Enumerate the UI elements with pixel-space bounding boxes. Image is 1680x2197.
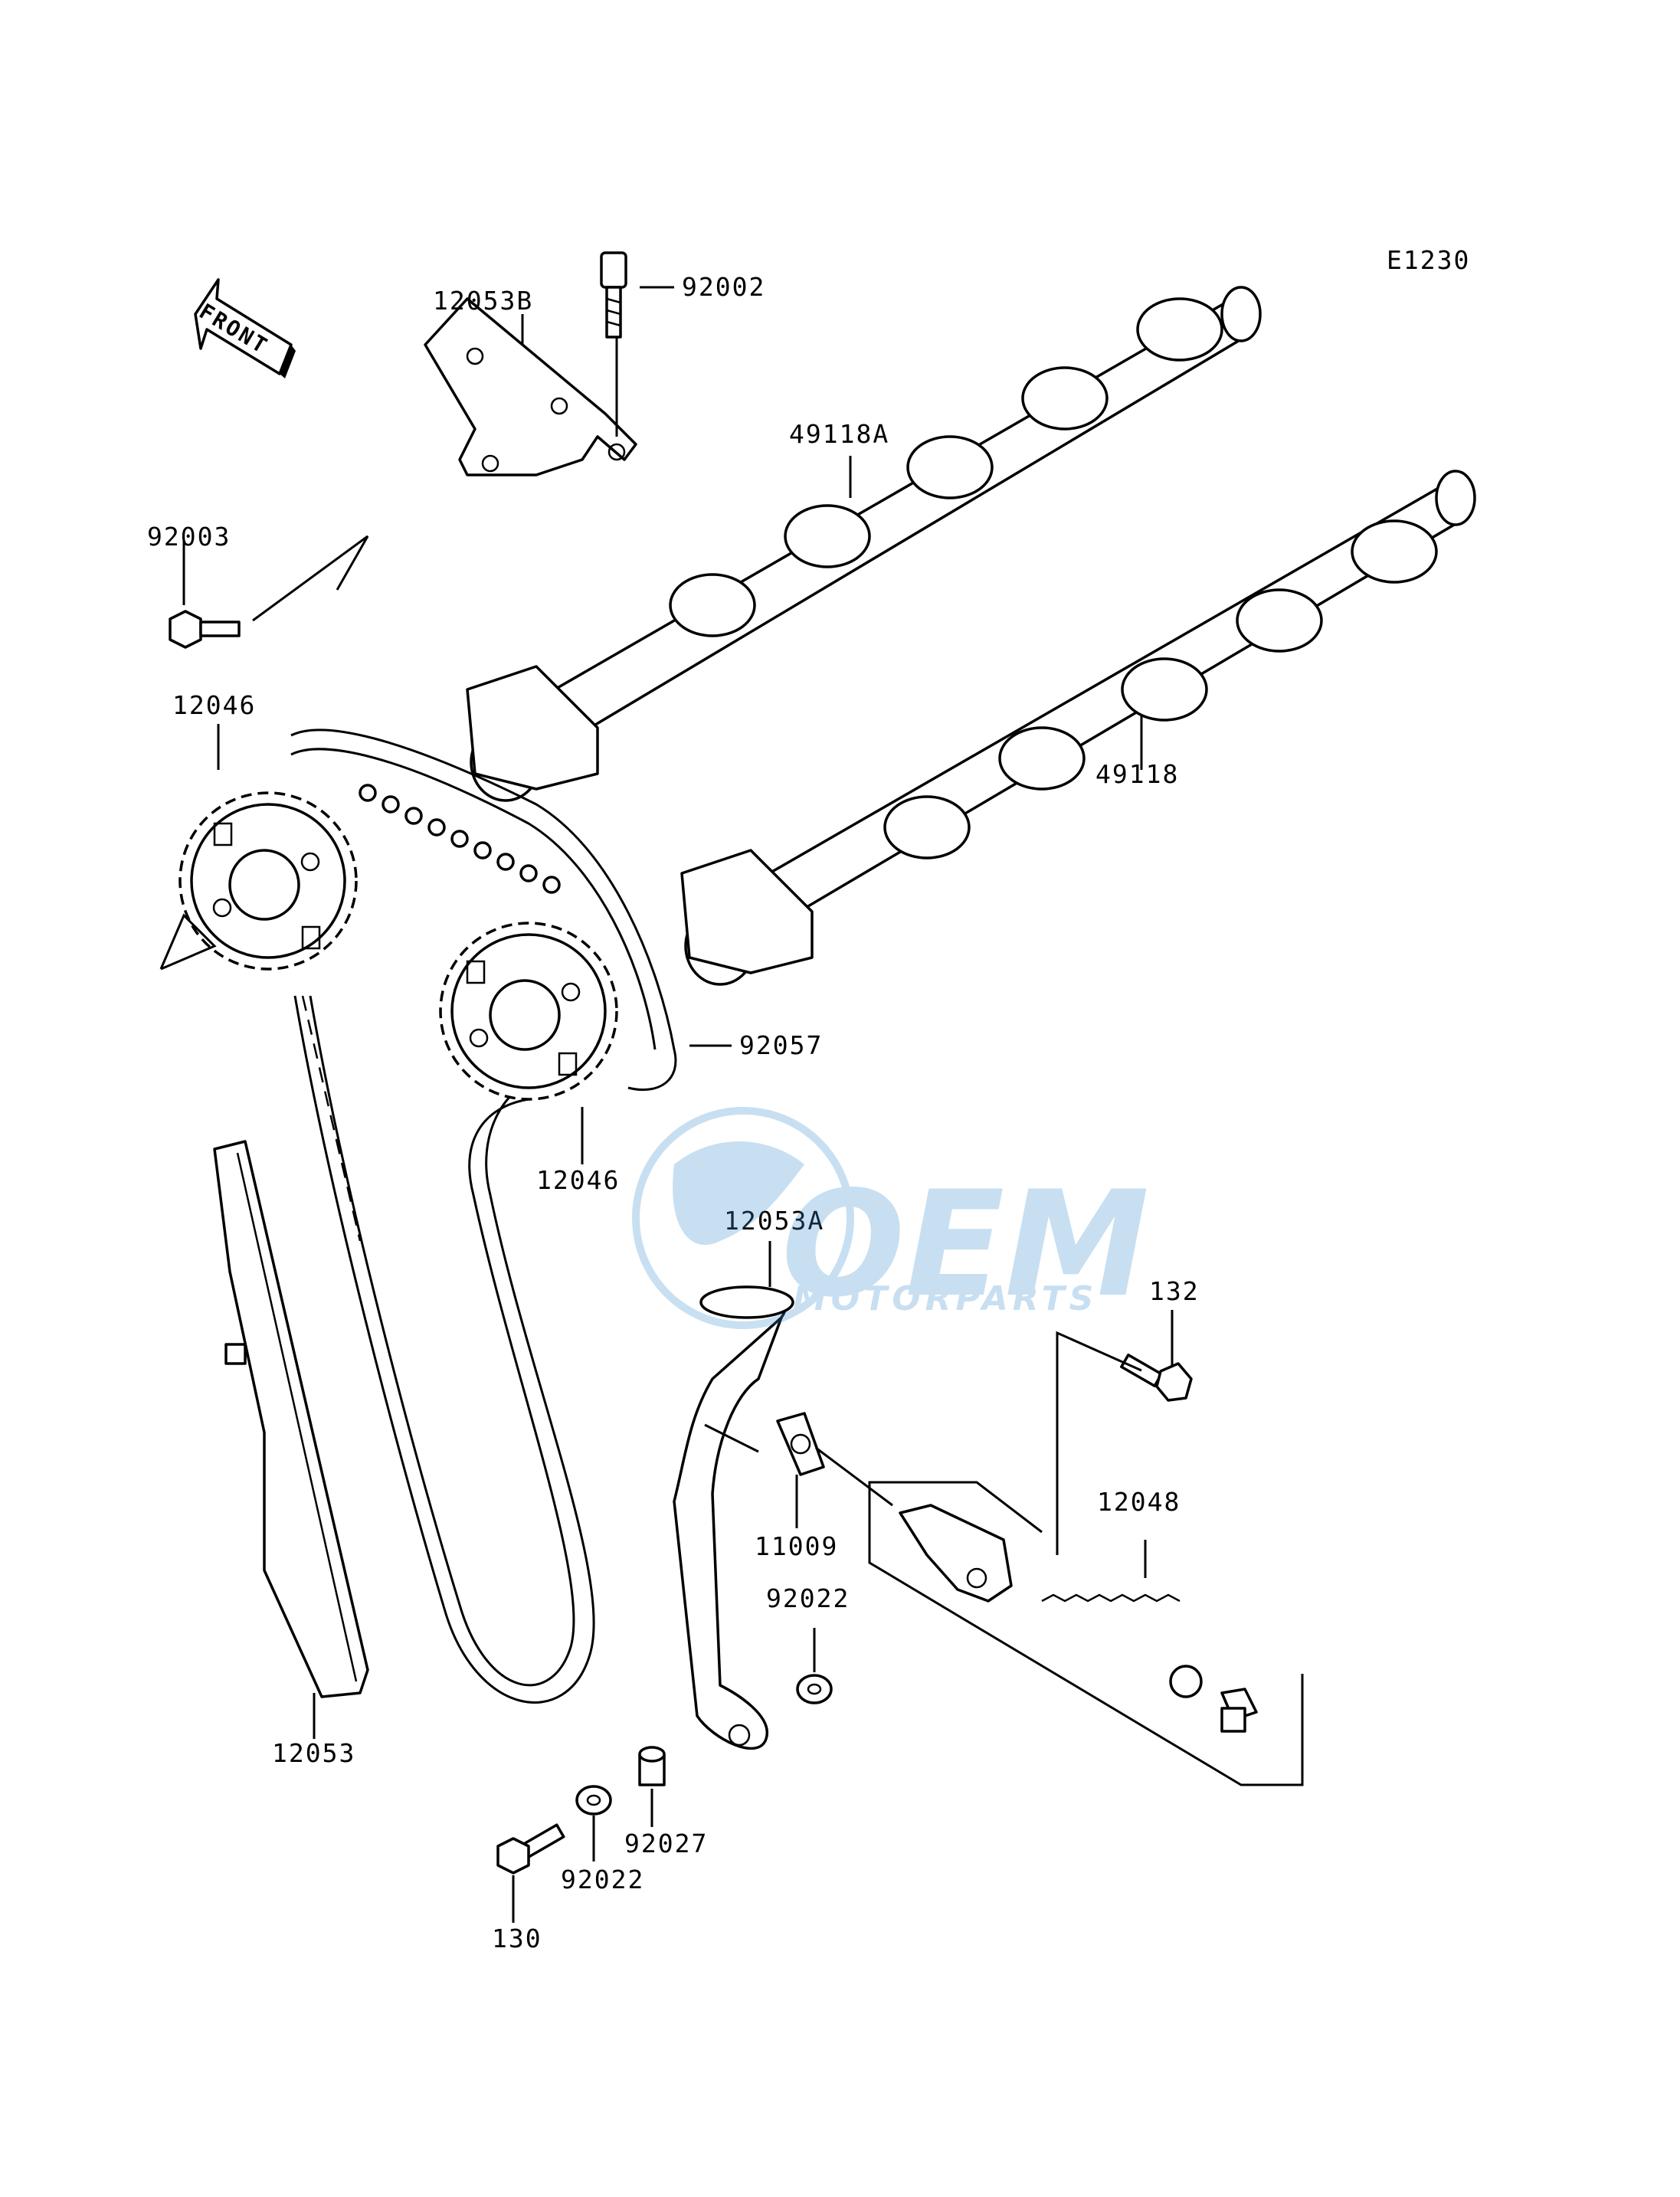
part-label-49118: 49118	[1095, 759, 1179, 789]
bolt-132-icon	[1120, 1353, 1193, 1402]
part-label-49118A: 49118A	[789, 419, 889, 449]
front-arrow-icon: FRONT	[194, 278, 296, 378]
bolt-92002-icon	[600, 251, 627, 339]
part-label-12048: 12048	[1097, 1487, 1181, 1517]
watermark-sub: MOTORPARTS	[793, 1279, 1098, 1318]
washer-92022-right	[796, 1674, 833, 1704]
part-label-130: 130	[492, 1924, 542, 1953]
camshaft-49118A	[466, 286, 1262, 802]
part-label-92027: 92027	[624, 1829, 708, 1858]
sprocket-12046-upper	[178, 791, 358, 971]
chain-links	[359, 784, 561, 894]
leader-lines	[159, 286, 1174, 1923]
bolt-92003-icon	[169, 610, 241, 649]
part-label-12053: 12053	[272, 1738, 355, 1768]
part-label-92002: 92002	[682, 272, 765, 302]
tensioner-assembly-12048	[868, 1481, 1304, 1786]
sprocket-12046-lower	[439, 922, 618, 1101]
part-label-12053A: 12053A	[724, 1206, 824, 1236]
diagram-code: E1230	[1387, 245, 1470, 275]
timing-chain-92057	[290, 729, 677, 1704]
part-label-11009: 11009	[755, 1531, 838, 1561]
part-label-12046-lower: 12046	[536, 1165, 620, 1195]
part-label-92057: 92057	[739, 1030, 823, 1060]
chain-guide-12053	[213, 1140, 369, 1698]
chain-guide-bracket	[424, 297, 637, 476]
part-label-92022-lower: 92022	[561, 1865, 644, 1894]
camshaft-49118	[680, 470, 1476, 986]
part-label-132: 132	[1149, 1276, 1200, 1306]
part-label-92022-right: 92022	[766, 1583, 850, 1613]
washer-92022-lower	[575, 1785, 612, 1816]
bolt-130-icon	[496, 1823, 565, 1874]
watermark-logo: OEM MOTORPARTS	[632, 1107, 1149, 1329]
collar-92027	[638, 1746, 666, 1786]
gasket-11009	[776, 1412, 825, 1476]
tensioner-guide-12053A	[673, 1285, 794, 1750]
part-label-92003: 92003	[147, 522, 231, 552]
part-label-12053B: 12053B	[433, 286, 533, 316]
part-label-12046-upper: 12046	[172, 690, 256, 720]
watermark-brand: OEM	[781, 1160, 1149, 1329]
